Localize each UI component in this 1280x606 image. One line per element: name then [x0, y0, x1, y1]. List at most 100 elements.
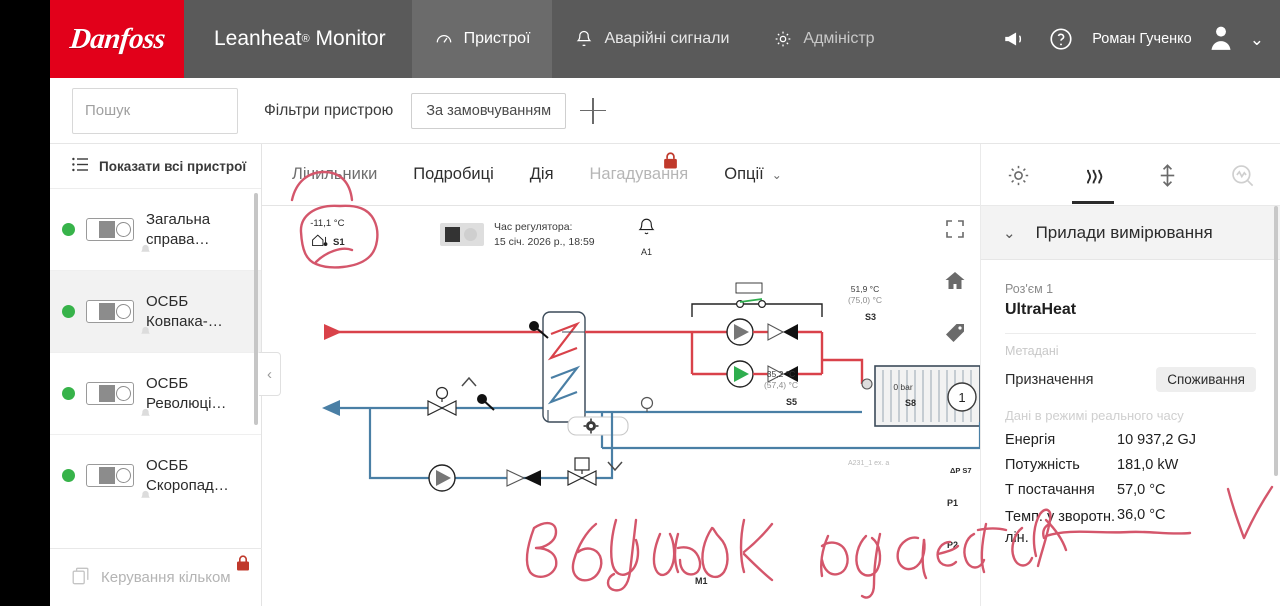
sensor-id-s5: S5	[786, 397, 798, 407]
panel-tab-analytics[interactable]	[1218, 146, 1268, 204]
tab-label: Опції	[724, 165, 764, 183]
sensor-s3-setpoint: (75,0) °C	[847, 294, 883, 305]
purpose-key: Призначення	[1005, 371, 1094, 388]
search-input[interactable]	[72, 87, 238, 134]
reading-value: 181,0 kW	[1117, 457, 1179, 473]
device-toggle[interactable]	[86, 300, 134, 323]
filter-chip-default[interactable]: За замовчуванням	[411, 92, 567, 129]
reading-value: 36,0 °C	[1117, 507, 1166, 523]
nav-label-devices: Пристрої	[463, 30, 531, 47]
device-list[interactable]: Загальна справа… ОСББ Ковпака-…	[50, 188, 261, 516]
reading-row-return-temp: Темп. у зворотн. лін. 36,0 °C	[1005, 507, 1256, 549]
tab-nahaduvannya[interactable]: Нагадування	[572, 144, 707, 206]
bell-icon	[138, 407, 153, 427]
nav-item-alarms[interactable]: Аварійні сигнали	[552, 0, 751, 78]
schematic-id-label: A231_1 ex. a	[848, 460, 890, 467]
chevron-down-icon[interactable]: ⌄	[1249, 29, 1264, 49]
reading-row-energy: Енергія 10 937,2 GJ	[1005, 432, 1256, 448]
device-label: ОСББ Скоропад…	[146, 456, 261, 496]
measurement-panel: ⌄ Прилади вимірювання Роз'єм 1 UltraHeat…	[980, 144, 1280, 606]
chevron-left-icon[interactable]: ‹	[259, 352, 281, 396]
arrows-vertical-icon	[1161, 163, 1175, 187]
device-toggle[interactable]	[86, 218, 134, 241]
lock-icon	[236, 555, 250, 575]
sidebar-scrollbar[interactable]	[254, 193, 258, 425]
sensor-label-s5: 35,2 °C (57,4) °C	[745, 369, 817, 390]
danfoss-logo[interactable]: Danfoss	[50, 0, 184, 78]
avatar[interactable]	[1208, 23, 1234, 56]
gear-icon	[773, 29, 793, 49]
component-tag-p2: P2	[947, 540, 959, 550]
sensor-s5-value: 35,2 °C	[766, 369, 796, 379]
purpose-value-chip[interactable]: Споживання	[1156, 367, 1256, 392]
bell-icon	[138, 325, 153, 345]
expand-icon[interactable]	[942, 216, 968, 242]
device-toggle[interactable]	[86, 464, 134, 487]
house-thermometer-icon	[310, 231, 329, 253]
panel-tabs	[981, 144, 1280, 206]
nav-label-alarms: Аварійні сигнали	[604, 30, 730, 47]
panel-tab-settings[interactable]	[993, 146, 1043, 204]
nav-label-admin: Адміністр	[803, 30, 875, 47]
reading-value: 57,0 °C	[1117, 482, 1166, 498]
realtime-section-title: Дані в режимі реального часу	[1005, 408, 1184, 423]
manage-multiple-button[interactable]: Керування кільком	[50, 548, 262, 606]
megaphone-icon[interactable]	[1000, 24, 1030, 54]
page-title: Leanheat® Monitor	[184, 0, 412, 78]
component-tag-m1: M1	[695, 576, 708, 586]
sensor-s5-setpoint: (57,4) °C	[763, 379, 799, 390]
logo-text: Danfoss	[67, 22, 167, 55]
panel-scrollbar[interactable]	[1274, 206, 1278, 604]
list-item[interactable]: ОСББ Ковпака-…	[50, 271, 261, 353]
tag-icon[interactable]	[942, 320, 968, 346]
controller-device-icon	[440, 223, 484, 247]
nav-item-devices[interactable]: Пристрої	[411, 0, 553, 78]
home-icon[interactable]	[942, 268, 968, 294]
sensor-s8-value: 0 bar	[893, 382, 913, 392]
section-title: Прилади вимірювання	[1035, 222, 1213, 242]
question-circle-icon[interactable]	[1046, 24, 1076, 54]
show-all-devices-button[interactable]: Показати всі пристрої	[50, 144, 261, 188]
diagram-tools	[942, 216, 968, 346]
list-item[interactable]: ОСББ Скоропад…	[50, 435, 261, 516]
device-filters-label: Фільтри пристрою	[264, 101, 394, 119]
list-item[interactable]: Загальна справа…	[50, 189, 261, 271]
alarm-indicator-a1[interactable]: A1	[636, 216, 657, 257]
metadata-label: Метадані	[1005, 344, 1059, 358]
outdoor-sensor-readout: -11,1 °C S1	[310, 218, 345, 253]
nav-item-admin[interactable]: Адміністр	[751, 0, 896, 78]
tab-lichylnyky[interactable]: Лічильники	[292, 165, 378, 183]
device-name: ОСББ Революці…	[146, 374, 227, 412]
reading-row-power: Потужність 181,0 kW	[1005, 457, 1256, 473]
tab-opcii[interactable]: Опції ⌄	[706, 144, 800, 206]
list-item[interactable]: ОСББ Революці…	[50, 353, 261, 435]
user-name: Роман Гученко	[1092, 31, 1192, 47]
list-icon	[72, 157, 89, 175]
analytics-search-icon	[1232, 164, 1254, 186]
panel-tab-heating[interactable]	[1068, 146, 1118, 204]
device-name: ОСББ Ковпака-…	[146, 292, 223, 330]
reading-row-supply-temp: Т постачання 57,0 °C	[1005, 482, 1256, 498]
tab-diya[interactable]: Дія	[529, 165, 554, 183]
panel-tab-balance[interactable]	[1143, 146, 1193, 204]
connector-label: Роз'єм 1	[1005, 282, 1054, 296]
plus-icon[interactable]	[580, 97, 607, 124]
purpose-row: Призначення Споживання	[1005, 367, 1256, 392]
device-model-name: UltraHeat	[1005, 301, 1077, 318]
gauge-icon	[434, 29, 454, 49]
device-sidebar: Показати всі пристрої Загальна справа… О…	[50, 144, 262, 606]
filter-bar: Фільтри пристрою За замовчуванням	[50, 78, 1280, 144]
gear-icon	[1008, 165, 1029, 185]
outdoor-temp-value: -11,1 °C	[310, 218, 345, 229]
hydraulic-diagram[interactable]: -11,1 °C S1 Час регулятора: 15 січ. 2026	[262, 206, 980, 606]
component-tag-p1: P1	[947, 498, 959, 508]
bell-icon	[636, 216, 657, 245]
chevron-down-icon: ⌄	[1003, 224, 1016, 242]
sensor-s3-value: 51,9 °C	[850, 284, 880, 294]
panel-body: Роз'єм 1 UltraHeat Метадані Призначення …	[981, 260, 1280, 549]
section-header-measurement-devices[interactable]: ⌄ Прилади вимірювання	[981, 206, 1280, 260]
tab-podrobyci[interactable]: Подробиці	[413, 165, 494, 183]
device-toggle[interactable]	[86, 382, 134, 405]
device-label: ОСББ Ковпака-…	[146, 292, 261, 332]
